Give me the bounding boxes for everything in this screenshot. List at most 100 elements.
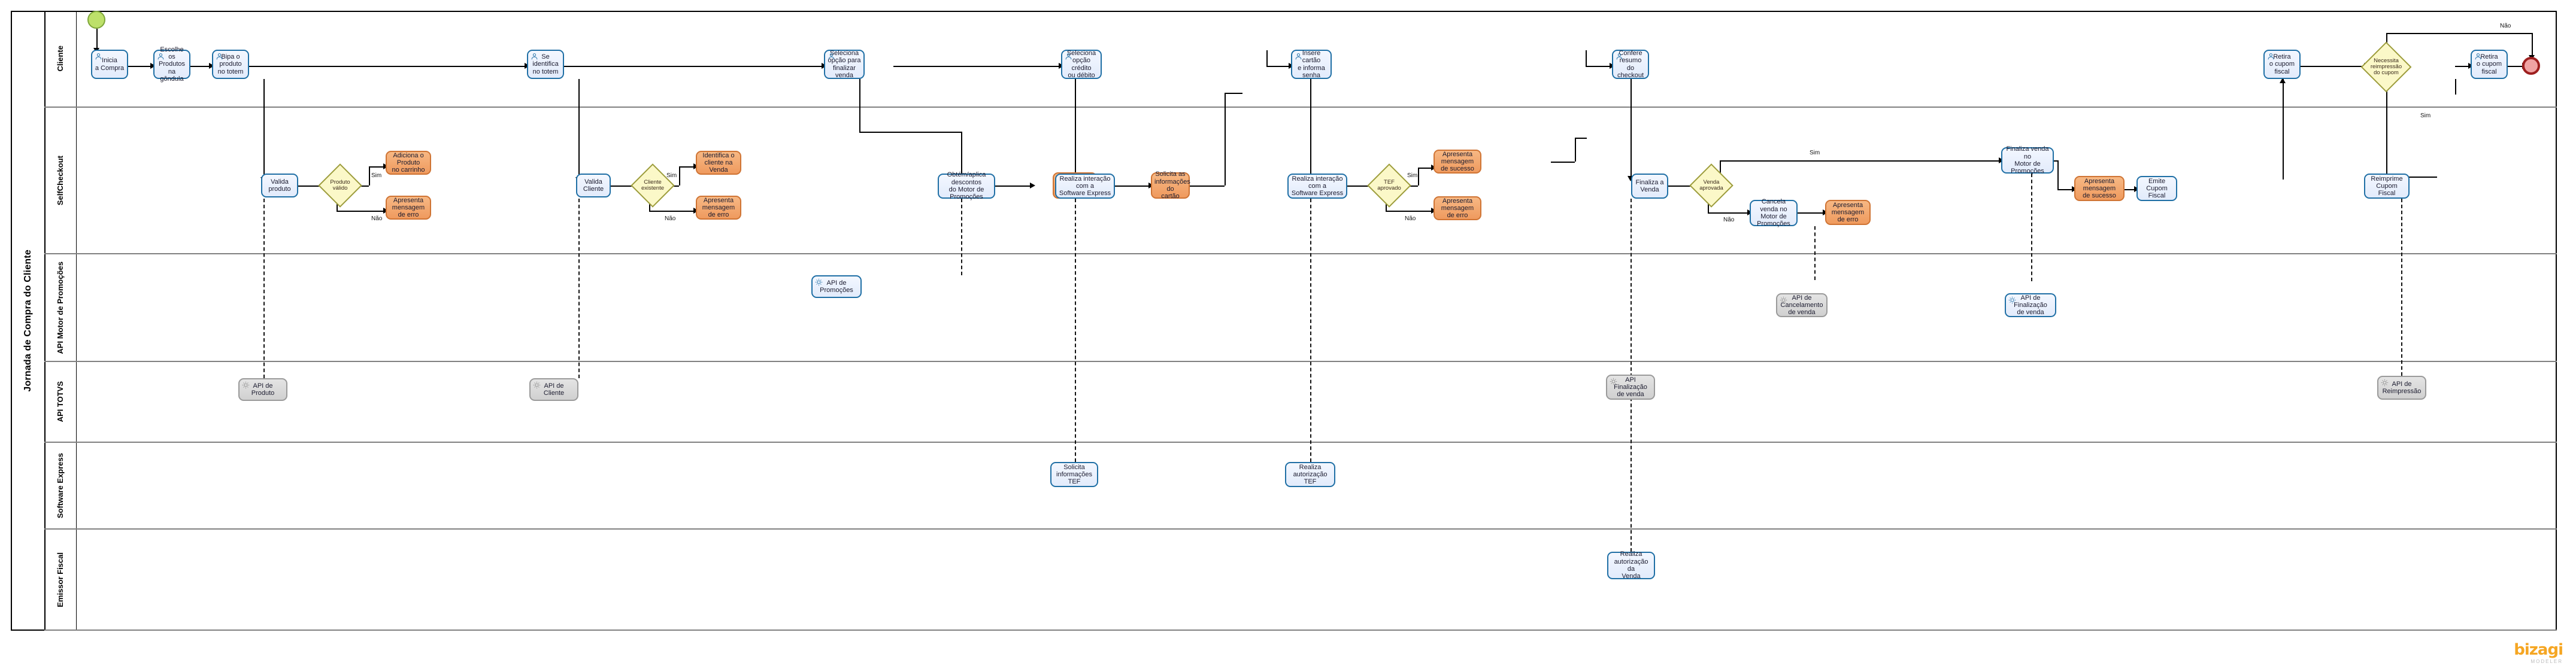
user-icon [1065,53,1072,60]
flow-label-sim-2: Sim [666,172,677,179]
lane-title-api-promo: API Motor de Promoções [44,254,77,361]
user-icon [531,53,538,60]
start-event[interactable] [87,11,105,29]
flow-label-nao-1: Não [371,215,383,222]
pool-title-label: Jornada de Compra do Cliente [23,250,33,392]
task-label: API de Cliente [543,382,565,397]
bizagi-watermark: bizagi MODELER [2514,641,2563,664]
user-icon [216,53,223,60]
user-icon [2267,53,2275,60]
gear-icon [815,278,823,286]
task-api-de-cliente[interactable]: API de Cliente [529,378,578,401]
lane-title-sw-express: Software Express [44,443,77,528]
lane-label: Cliente [56,45,65,72]
lane-label: SelfCheckout [56,155,65,206]
lane-title-selfcheckout: SelfCheckout [44,108,77,253]
assoc-s7-p1 [961,199,962,275]
task-valida-produto[interactable]: Valida produto [261,174,298,197]
flow-label-sim-3: Sim [1407,172,1418,179]
lane-software-express: Software Express [44,443,2557,530]
gear-icon [1780,296,1787,304]
flow-label-nao-5: Não [2500,23,2511,29]
gear-icon [2381,379,2389,387]
task-label: Valida produto [268,178,291,193]
task-api-de-produto[interactable]: API de Produto [238,378,287,401]
task-label: API de Promoções [820,279,853,294]
assoc-s17-p3 [2031,174,2032,281]
task-api-de-promocoes[interactable]: API de Promoções [811,275,862,298]
user-icon [828,53,835,60]
assoc-s15-p2 [1814,226,1816,280]
end-event[interactable] [2522,57,2540,75]
flow-label-sim-5: Sim [2420,112,2431,119]
user-icon [157,53,165,60]
assoc-s20-t4 [2401,199,2402,376]
gear-icon [533,381,541,389]
gear-icon [242,381,250,389]
lane-title-emissor-fiscal: Emissor Fiscal [44,530,77,630]
lane-api-totvs: API TOTVS [44,362,2557,443]
lane-label: API Motor de Promoções [56,261,65,354]
